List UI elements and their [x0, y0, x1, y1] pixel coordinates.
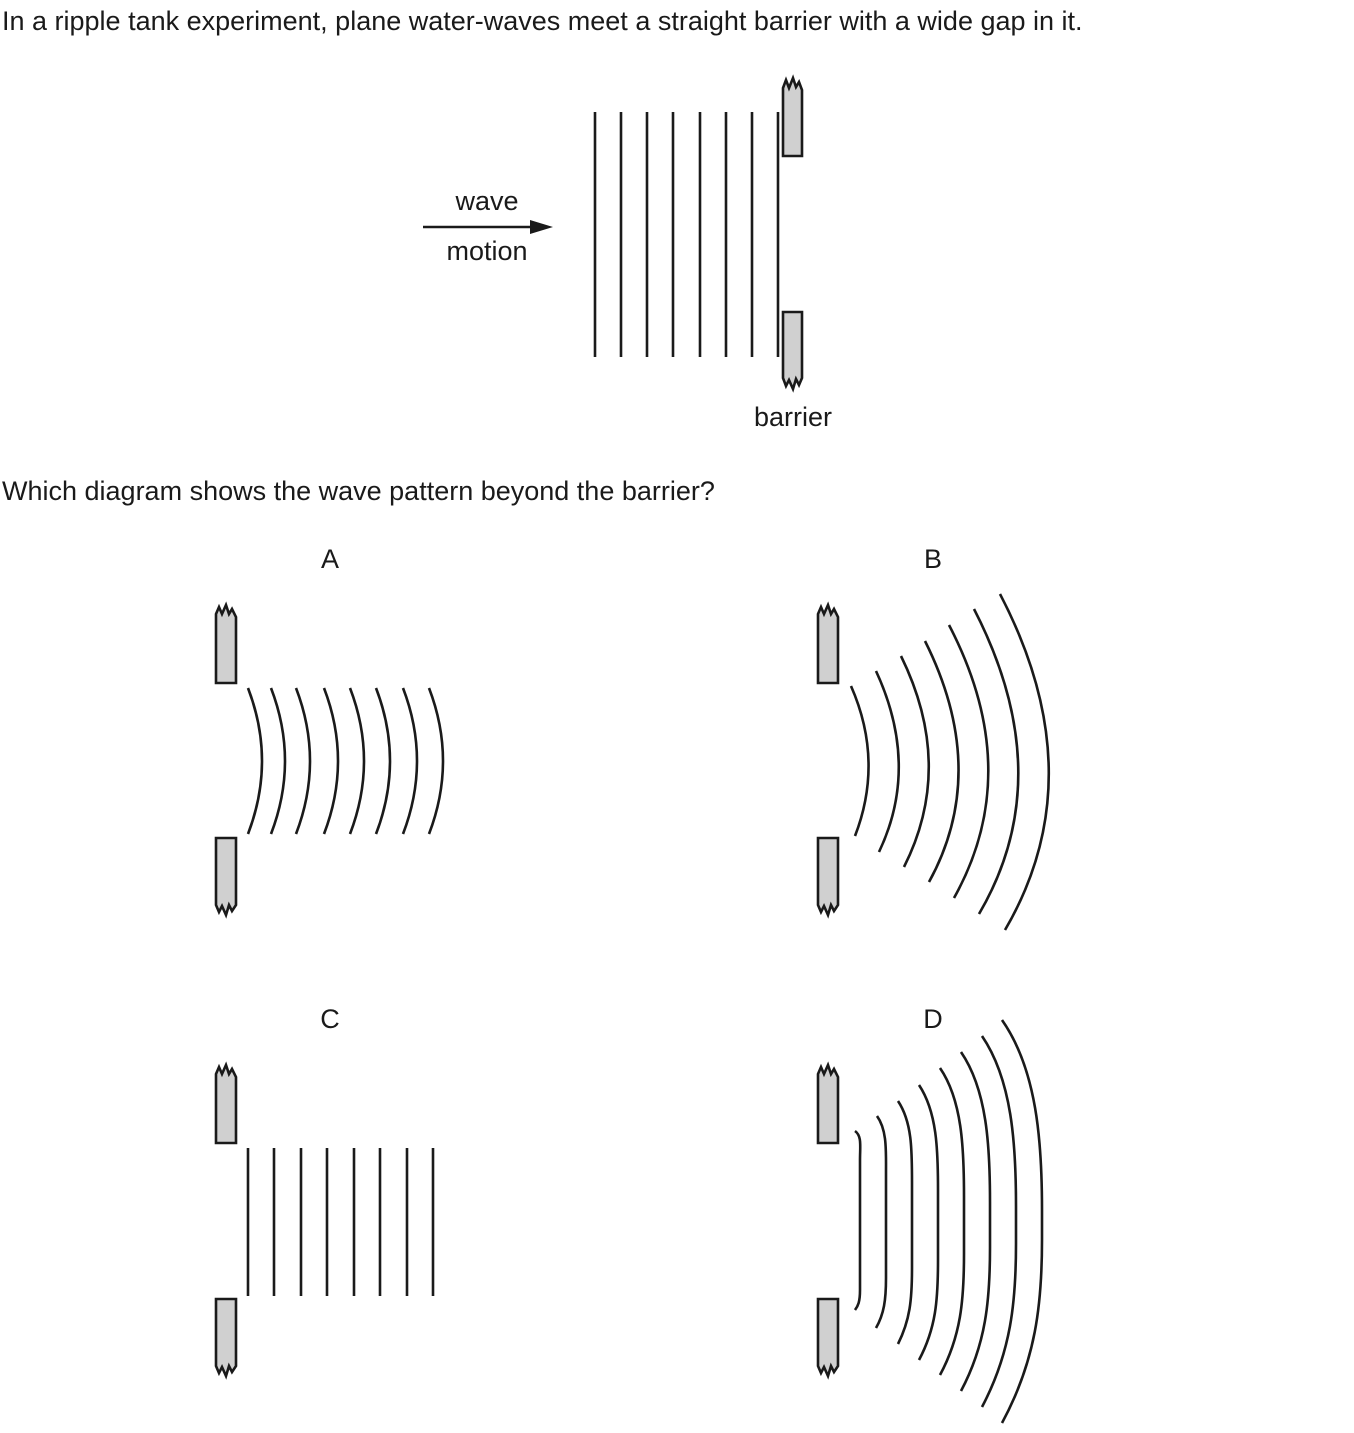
question-intro: In a ripple tank experiment, plane water… [2, 6, 1083, 36]
option-a[interactable]: A [214, 544, 445, 919]
wavefront [849, 685, 870, 837]
plane-wavefronts [593, 112, 780, 357]
wavefront [896, 1100, 914, 1345]
wavefront [959, 1051, 992, 1392]
wavefront [917, 1084, 940, 1361]
option-d-label: D [923, 1004, 943, 1034]
option-a-label: A [321, 544, 339, 574]
option-c[interactable]: C [214, 1004, 435, 1380]
option-c-barrier-bottom [214, 1297, 238, 1380]
wavefront [374, 687, 392, 835]
wave-motion-label-bottom: motion [446, 236, 527, 266]
wavefront [972, 608, 1020, 915]
wavefront [980, 1035, 1018, 1408]
wavefront [348, 687, 366, 835]
option-d-barrier-bottom [816, 1297, 840, 1380]
option-d[interactable]: D [816, 1004, 1044, 1424]
wavefront [938, 1067, 966, 1376]
option-c-wavefronts [246, 1148, 435, 1296]
wavefront [947, 624, 990, 899]
wavefront [427, 687, 445, 835]
option-b-barrier-bottom [816, 836, 840, 919]
wavefront [853, 1129, 862, 1311]
wave-motion-label-top: wave [454, 186, 518, 216]
option-b-barrier-top [816, 601, 840, 685]
option-a-barrier-top [214, 601, 238, 685]
option-d-wavefronts [853, 1019, 1044, 1424]
wavefront [1000, 1019, 1044, 1424]
option-b[interactable]: B [816, 544, 1051, 931]
barrier-top [781, 74, 804, 158]
option-b-label: B [924, 544, 942, 574]
wavefront [923, 640, 960, 883]
question-prompt: Which diagram shows the wave pattern bey… [2, 476, 715, 506]
wavefront [874, 1115, 888, 1329]
wavefront [899, 655, 931, 868]
wavefront [874, 670, 901, 853]
wavefront [246, 687, 264, 835]
option-d-barrier-top [816, 1061, 840, 1145]
option-c-label: C [320, 1004, 340, 1034]
option-b-wavefronts [849, 593, 1051, 931]
wavefront [294, 687, 312, 835]
wave-motion-arrow [423, 220, 553, 234]
barrier-label: barrier [754, 402, 832, 432]
option-c-barrier-top [214, 1061, 238, 1145]
wavefront [401, 687, 419, 835]
setup-diagram: wave motion barrier [423, 74, 832, 432]
barrier-bottom [781, 310, 804, 393]
option-a-wavefronts [246, 687, 445, 835]
wavefront [269, 687, 287, 835]
option-a-barrier-bottom [214, 836, 238, 919]
wavefront [322, 687, 340, 835]
wavefront [998, 593, 1051, 931]
